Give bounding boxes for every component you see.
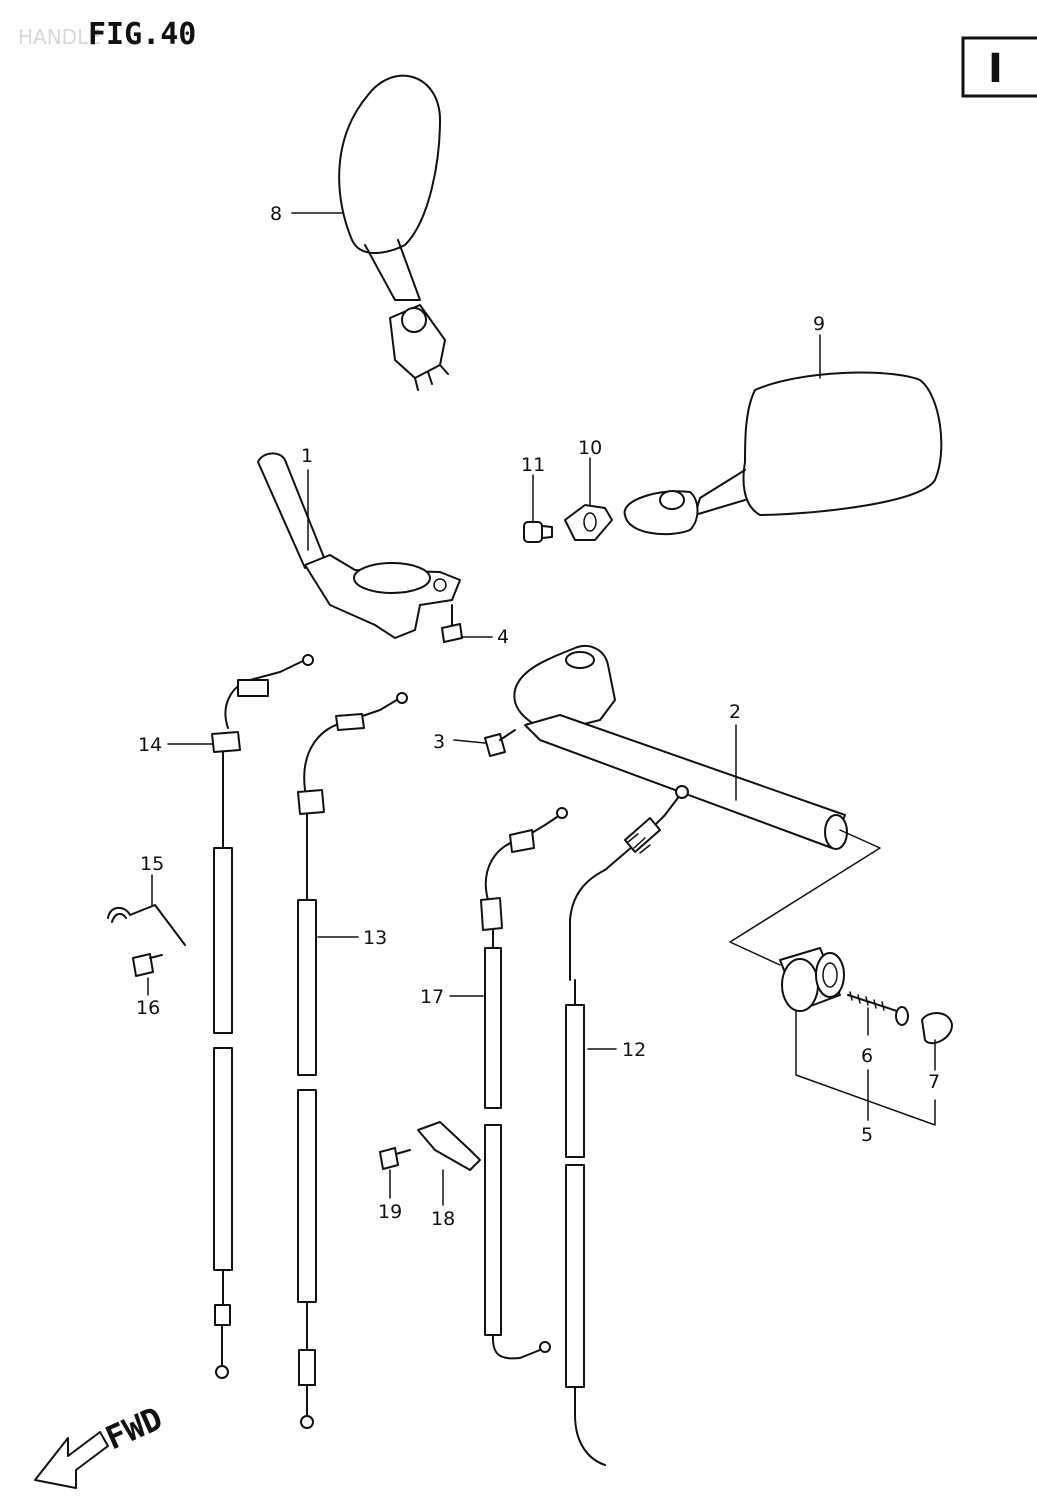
callouts: 1 2 3 4 5 6 7 8 9 10 11 12 13 14 15 16 1… xyxy=(136,203,940,1230)
throttle-cable-14 xyxy=(211,654,314,1379)
leader-5-group xyxy=(795,1009,936,1126)
cable-clamp-18 xyxy=(417,1121,481,1171)
section-badge-label: I xyxy=(988,46,1003,92)
callout-11: 11 xyxy=(521,454,545,476)
fwd-label: FWD xyxy=(100,1399,168,1457)
callout-12: 12 xyxy=(622,1039,646,1061)
callout-2: 2 xyxy=(729,701,741,723)
callout-4: 4 xyxy=(497,626,509,648)
callout-3: 3 xyxy=(433,731,445,753)
left-handlebar xyxy=(257,452,461,639)
callout-18: 18 xyxy=(431,1208,455,1230)
leader-assembly xyxy=(729,829,881,966)
bar-end-washer xyxy=(921,1012,953,1045)
bolt-4 xyxy=(441,604,463,643)
mirror-screw xyxy=(523,521,553,543)
watermark: HANDLE xyxy=(18,25,101,49)
callout-15: 15 xyxy=(140,853,164,875)
left-mirror xyxy=(338,74,449,391)
cable-clamp-15 xyxy=(107,904,186,946)
leader-lines xyxy=(147,212,936,1206)
throttle-cable-13 xyxy=(297,692,408,1429)
callout-8: 8 xyxy=(270,203,282,225)
callout-5: 5 xyxy=(861,1124,873,1146)
bar-end-screw xyxy=(847,991,909,1026)
callout-7: 7 xyxy=(928,1071,940,1093)
callout-19: 19 xyxy=(378,1201,402,1223)
callout-14: 14 xyxy=(138,734,162,756)
callout-17: 17 xyxy=(420,986,444,1008)
callout-13: 13 xyxy=(363,927,387,949)
cable-17 xyxy=(480,807,568,1360)
bolt-3 xyxy=(484,729,516,757)
callout-9: 9 xyxy=(813,313,825,335)
forward-arrow: FWD xyxy=(34,1399,168,1489)
clutch-cable-12 xyxy=(565,785,689,1466)
section-badge: I xyxy=(961,36,1037,98)
bar-end-weight xyxy=(779,947,845,1012)
callout-10: 10 xyxy=(578,437,602,459)
figure-title: FIG.40 xyxy=(88,17,196,52)
bolt-19 xyxy=(379,1147,411,1170)
bolt-16 xyxy=(132,953,163,977)
right-mirror xyxy=(623,371,943,536)
callout-1: 1 xyxy=(301,445,313,467)
right-handlebar xyxy=(513,645,848,850)
mirror-adaptor xyxy=(564,504,613,541)
callout-16: 16 xyxy=(136,997,160,1019)
callout-6: 6 xyxy=(861,1045,873,1067)
